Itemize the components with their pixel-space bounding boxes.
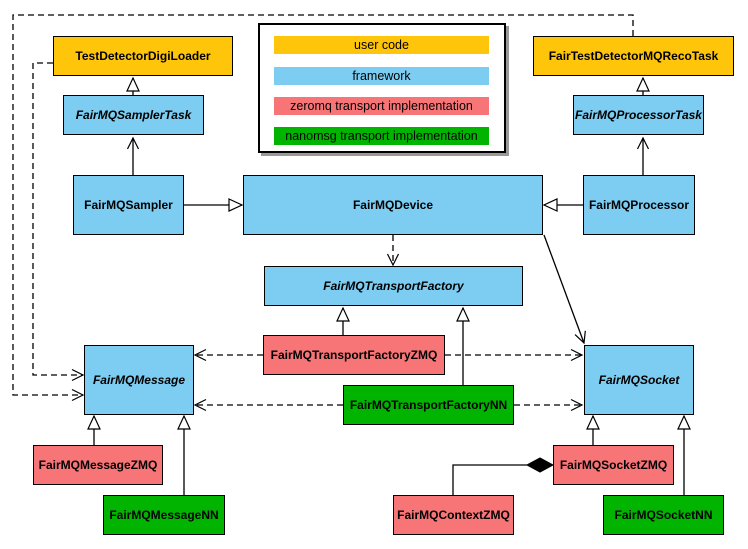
legend-item-framework: framework: [274, 67, 489, 85]
class-box-testdetectordigiloader: TestDetectorDigiLoader: [53, 36, 233, 76]
edge-contextzmq-to-socketzmq-icon: [452, 464, 527, 495]
legend-item-zeromq: zeromq transport implementation: [274, 97, 489, 115]
class-box-fairmqsampler: FairMQSampler: [73, 175, 184, 235]
class-box-fairmqmessagezmq: FairMQMessageZMQ: [33, 445, 163, 485]
legend-label: user code: [354, 38, 409, 52]
class-box-fairmqsocketzmq: FairMQSocketZMQ: [553, 445, 674, 485]
class-label: FairMQMessage: [92, 373, 186, 387]
class-label: FairMQProcessor: [588, 198, 690, 212]
legend-label: zeromq transport implementation: [290, 99, 473, 113]
class-label: FairMQSocket: [598, 373, 680, 387]
legend: user code framework zeromq transport imp…: [258, 23, 506, 153]
class-label: FairMQContextZMQ: [397, 508, 510, 522]
class-box-fairmqsocket: FairMQSocket: [584, 345, 694, 415]
class-label: FairMQSocketNN: [614, 508, 713, 522]
class-label: FairMQSamplerTask: [75, 108, 192, 122]
class-box-fairmqdevice: FairMQDevice: [243, 175, 543, 235]
class-label: FairMQSampler: [84, 198, 173, 212]
class-box-fairmqtransportfactory: FairMQTransportFactory: [264, 266, 523, 306]
class-box-fairmqmessagenn: FairMQMessageNN: [103, 495, 225, 535]
edge-device-to-socket-icon: [543, 234, 586, 345]
class-label: TestDetectorDigiLoader: [75, 49, 211, 63]
class-box-fairmqsamplertask: FairMQSamplerTask: [63, 95, 204, 135]
class-box-fairmqtransportfactorynn: FairMQTransportFactoryNN: [343, 385, 514, 425]
composition-diamond-icon: [525, 457, 555, 473]
legend-label: framework: [352, 69, 411, 83]
class-label: FairTestDetectorMQRecoTask: [548, 49, 719, 63]
legend-label: nanomsg transport implementation: [285, 129, 478, 143]
class-box-fairmqcontextzmq: FairMQContextZMQ: [393, 495, 514, 535]
class-box-fairmqprocessortask: FairMQProcessorTask: [573, 95, 704, 135]
class-label: FairMQMessageZMQ: [38, 458, 158, 472]
class-box-fairmqsocketnn: FairMQSocketNN: [603, 495, 724, 535]
class-box-fairmqtransportfactoryzmq: FairMQTransportFactoryZMQ: [263, 335, 445, 375]
class-box-fairmqprocessor: FairMQProcessor: [583, 175, 695, 235]
class-label: FairMQTransportFactoryZMQ: [270, 348, 438, 362]
class-label: FairMQTransportFactoryNN: [349, 398, 508, 412]
legend-item-nanomsg: nanomsg transport implementation: [274, 127, 489, 145]
class-label: FairMQProcessorTask: [575, 108, 702, 122]
class-label: FairMQSocketZMQ: [559, 458, 668, 472]
class-box-fairtestdetectormqrecotask: FairTestDetectorMQRecoTask: [533, 36, 734, 76]
legend-item-user-code: user code: [274, 36, 489, 54]
class-box-fairmqmessage: FairMQMessage: [84, 345, 194, 415]
class-label: FairMQTransportFactory: [323, 279, 464, 293]
class-label: FairMQMessageNN: [109, 508, 219, 522]
class-label: FairMQDevice: [352, 198, 434, 212]
